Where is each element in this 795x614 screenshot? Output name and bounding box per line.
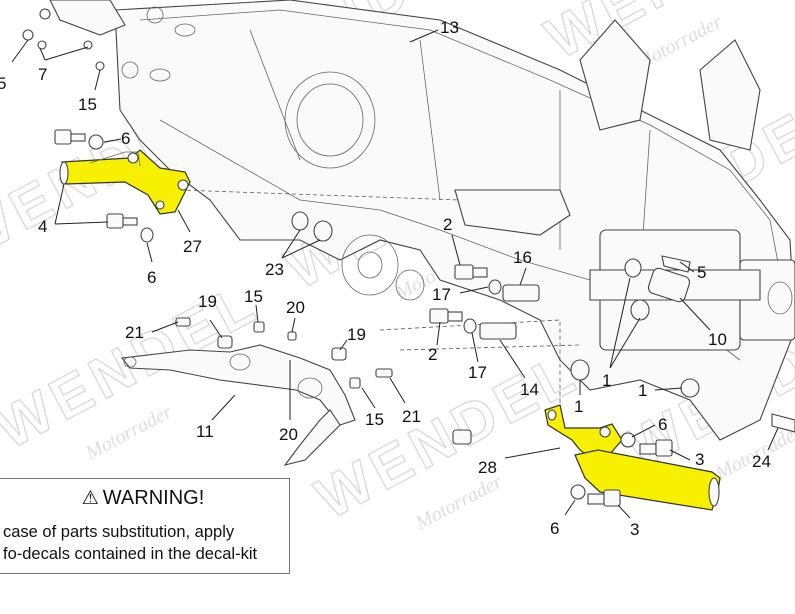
fastener-cluster-top-left [22, 0, 126, 71]
callout-labels: 5 7 15 13 6 4 27 6 23 2 16 17 2 17 14 5 … [0, 18, 771, 539]
callout-label: 15 [78, 95, 97, 114]
bolt-28 [452, 429, 472, 445]
warning-text-line-2: fo-decals contained in the decal-kit [3, 545, 258, 563]
warning-heading: ⚠WARNING! [0, 487, 289, 510]
callout-label: 19 [347, 325, 366, 344]
footpeg-bracket-28-highlighted [544, 404, 721, 511]
callout-label: 10 [708, 330, 727, 349]
callout-label: 2 [428, 345, 437, 364]
callout-label: 27 [183, 237, 202, 256]
callout-label: 1 [574, 397, 583, 416]
plate-bracket-11 [120, 317, 393, 466]
callout-label: 2 [443, 215, 452, 234]
bolt-3-lower [570, 484, 621, 507]
callout-label: 6 [658, 415, 667, 434]
warning-title-text: WARNING! [102, 487, 205, 509]
footpeg-bracket-27-highlighted [59, 149, 191, 215]
callout-label: 21 [125, 323, 144, 342]
warning-box: ⚠WARNING! case of parts substitution, ap… [0, 478, 290, 574]
callout-label: 21 [402, 407, 421, 426]
callout-label: 14 [520, 380, 539, 399]
callout-label: 20 [286, 298, 305, 317]
callout-label: 24 [752, 452, 771, 471]
callout-label: 1 [638, 381, 647, 400]
bolt-3-upper [620, 432, 673, 457]
callout-label: 6 [550, 519, 559, 538]
callout-label: 17 [432, 285, 451, 304]
callout-label: 5 [0, 74, 6, 93]
leader-lines [11, 29, 779, 519]
callout-label: 15 [244, 287, 263, 306]
callout-label: 6 [121, 129, 130, 148]
callout-label: 15 [365, 410, 384, 429]
warning-text-line-1: case of parts substitution, apply [3, 523, 235, 541]
callout-label: 3 [695, 450, 704, 469]
callout-label: 23 [265, 260, 284, 279]
bolt-6-lower [106, 213, 154, 243]
callout-label: 7 [38, 65, 47, 84]
callout-label: 5 [697, 263, 706, 282]
callout-label: 3 [630, 520, 639, 539]
callout-label: 16 [513, 248, 532, 267]
callout-label: 17 [468, 363, 487, 382]
callout-label: 1 [602, 371, 611, 390]
callout-label: 19 [198, 292, 217, 311]
callout-label: 6 [147, 268, 156, 287]
callout-label: 28 [478, 458, 497, 477]
spring-bolt-group-upper [454, 264, 540, 302]
bushing-23 [291, 211, 333, 242]
callout-label: 11 [196, 422, 214, 441]
callout-label: 20 [279, 425, 298, 444]
spring-bolt-group-lower [429, 308, 517, 340]
warning-triangle-icon: ⚠ [81, 488, 99, 509]
callout-label: 4 [38, 217, 47, 236]
bolt-6-upper [54, 129, 104, 150]
bushings-right [570, 255, 795, 433]
callout-label: 13 [440, 18, 459, 37]
